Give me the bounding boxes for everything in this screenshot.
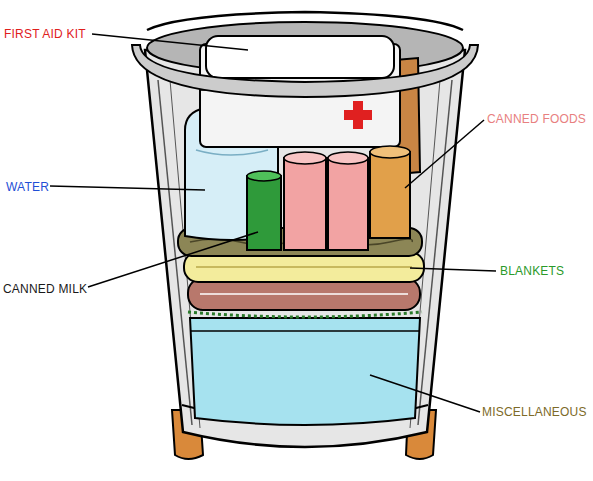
blanket-fold <box>200 293 408 295</box>
food-can <box>284 158 326 250</box>
jug-line <box>196 150 268 155</box>
food-can <box>328 158 368 250</box>
first-aid-lid <box>206 36 394 78</box>
part-label: MISCELLANEOUS <box>482 405 587 419</box>
blanket-fold <box>196 266 412 268</box>
part-label: CANNED FOODS <box>487 112 586 126</box>
can-top <box>284 152 326 164</box>
leader-line <box>410 268 496 271</box>
part-label: CANNED MILK <box>3 282 87 296</box>
part-label: WATER <box>6 180 49 194</box>
red-cross <box>353 101 363 129</box>
can-rim-back <box>147 12 463 30</box>
can-top <box>247 171 281 181</box>
leader-line <box>88 232 258 287</box>
part-label: FIRST AID KIT <box>4 27 86 41</box>
can-rim <box>132 45 478 97</box>
leader-line <box>370 375 480 412</box>
can-top <box>328 152 368 164</box>
leader-line <box>50 186 205 190</box>
box-edge <box>188 312 422 317</box>
part-label: BLANKETS <box>500 264 564 278</box>
misc-box <box>190 318 420 425</box>
leader-line <box>405 120 484 188</box>
can-top <box>370 146 410 158</box>
can-rib <box>418 80 452 425</box>
leader-line <box>92 34 248 50</box>
box-lid-line <box>190 330 420 332</box>
food-can <box>370 152 410 238</box>
milk-can <box>247 176 281 250</box>
